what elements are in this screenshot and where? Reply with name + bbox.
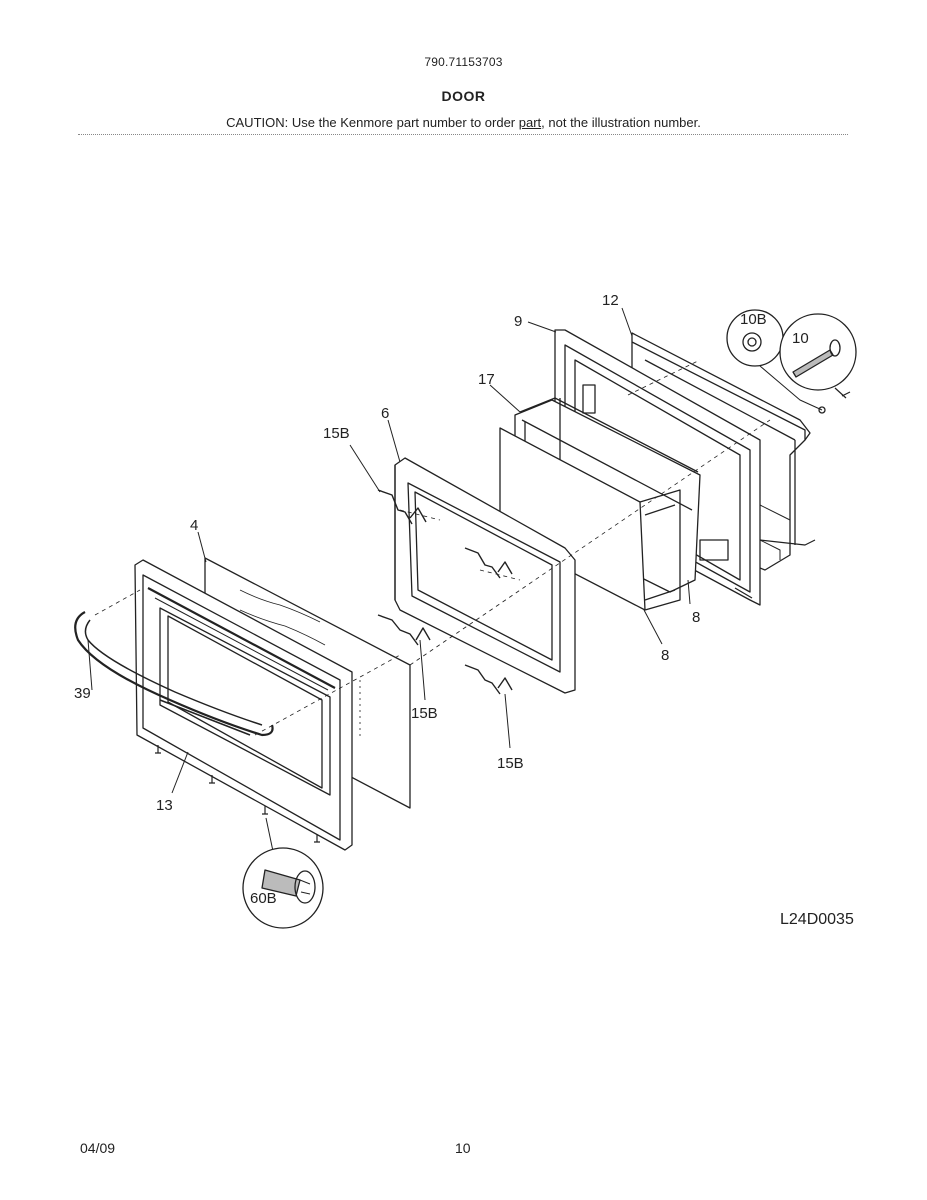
hinge-bracket-lower-right bbox=[464, 664, 513, 695]
caution-note: CAUTION: Use the Kenmore part number to … bbox=[0, 115, 927, 130]
outer-door-panel bbox=[134, 559, 353, 851]
callout-15B-lower: 15B bbox=[497, 755, 524, 772]
bolt-detail bbox=[779, 313, 857, 399]
hinge-bracket-upper bbox=[377, 489, 427, 525]
caution-text-end: , not the illustration number. bbox=[541, 115, 701, 130]
callout-60B: 60B bbox=[250, 890, 277, 907]
hinge-bracket-middle bbox=[464, 547, 513, 579]
door-handle bbox=[74, 611, 274, 737]
door-gasket-wire bbox=[759, 539, 816, 546]
caution-text: CAUTION: Use the Kenmore part number to … bbox=[226, 115, 519, 130]
callout-12: 12 bbox=[602, 292, 619, 309]
callout-13: 13 bbox=[156, 797, 173, 814]
door-screws bbox=[155, 745, 320, 843]
callout-9: 9 bbox=[514, 313, 522, 330]
callout-8-left: 8 bbox=[661, 647, 669, 664]
window-glass-front bbox=[499, 427, 681, 611]
callout-39: 39 bbox=[74, 685, 91, 702]
page-title: DOOR bbox=[441, 88, 486, 104]
washer-detail bbox=[726, 309, 826, 414]
alignment-lines bbox=[94, 359, 771, 736]
callout-10B: 10B bbox=[740, 311, 767, 328]
leader-lines bbox=[87, 307, 691, 857]
model-number: 790.71153703 bbox=[424, 55, 503, 69]
footer-date: 04/09 bbox=[80, 1140, 116, 1156]
callout-6: 6 bbox=[381, 405, 389, 422]
screw-detail bbox=[242, 847, 324, 929]
callout-4: 4 bbox=[190, 517, 198, 534]
callout-8-right: 8 bbox=[692, 609, 700, 626]
callout-15B-upper: 15B bbox=[323, 425, 350, 442]
part-link[interactable]: part bbox=[518, 115, 542, 130]
hinge-bracket-lower-left bbox=[377, 614, 431, 646]
diagram-code: L24D0035 bbox=[780, 911, 854, 928]
header-divider bbox=[78, 134, 848, 135]
callout-17: 17 bbox=[478, 371, 495, 388]
callout-15B-middle: 15B bbox=[411, 705, 438, 722]
glass-frame-6 bbox=[394, 457, 576, 694]
callout-10: 10 bbox=[792, 330, 809, 347]
page-number: 10 bbox=[455, 1140, 471, 1156]
